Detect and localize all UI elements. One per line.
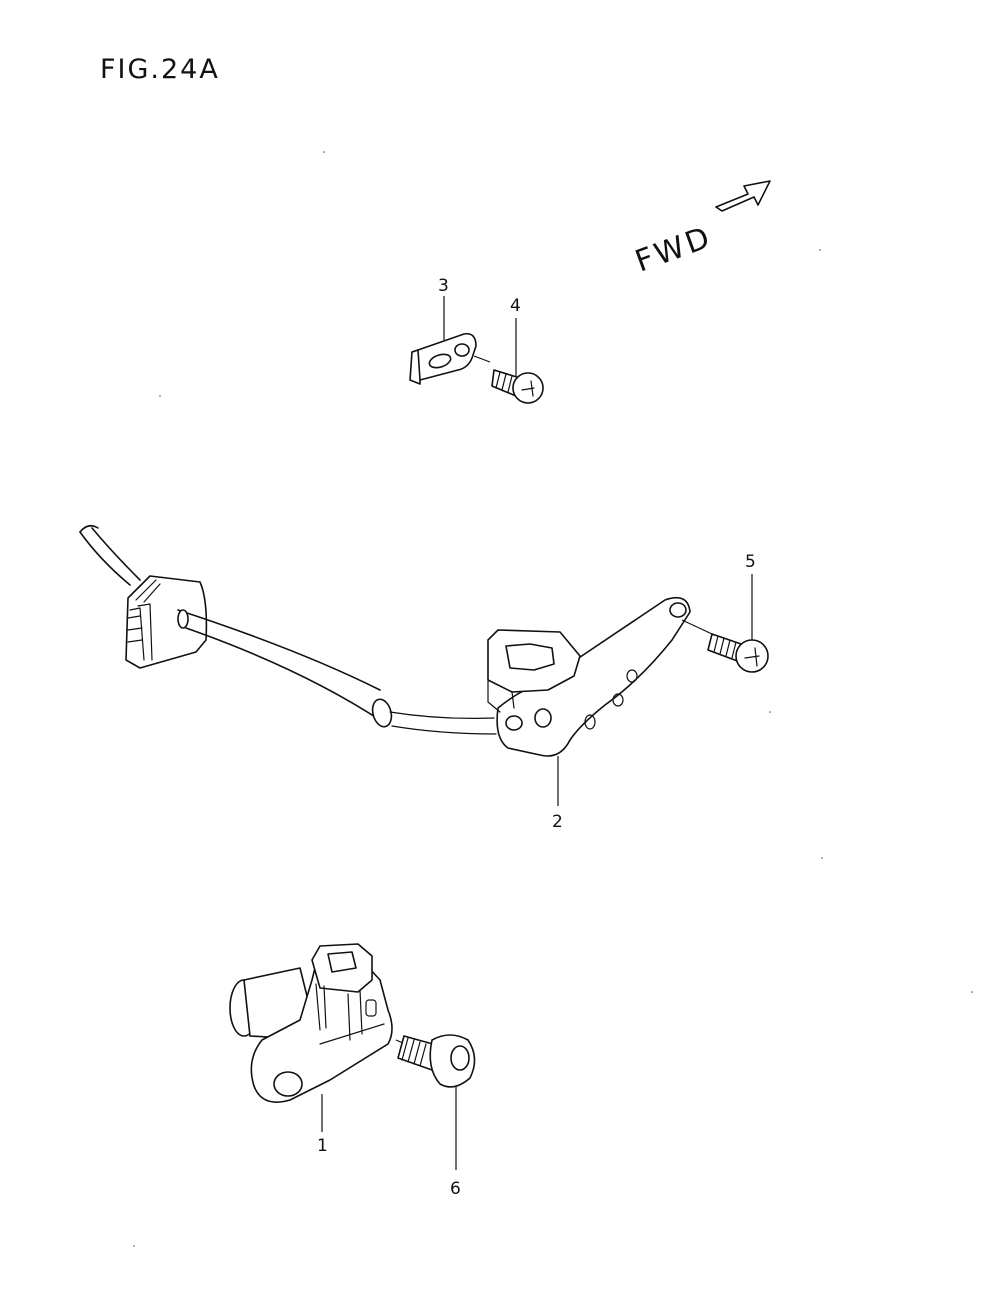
figure-title: FIG.24A bbox=[100, 54, 220, 85]
part-2-sensor-assembly bbox=[79, 524, 713, 757]
part-6-bolt bbox=[397, 1034, 476, 1088]
fwd-arrow-icon bbox=[715, 180, 771, 212]
callout-6: 6 bbox=[450, 1179, 461, 1199]
callout-2: 2 bbox=[552, 812, 563, 832]
part-5-screw bbox=[707, 633, 769, 673]
fwd-marker: FWD bbox=[631, 180, 771, 280]
callout-5: 5 bbox=[745, 552, 756, 572]
callout-4: 4 bbox=[510, 296, 521, 316]
part-4-screw bbox=[491, 369, 544, 404]
scan-specks bbox=[133, 151, 973, 1247]
fwd-label: FWD bbox=[631, 220, 717, 280]
part-1-sensor bbox=[229, 943, 411, 1103]
callout-1: 1 bbox=[317, 1136, 328, 1156]
callout-3: 3 bbox=[438, 276, 449, 296]
part-3-clip-plate bbox=[409, 332, 491, 385]
